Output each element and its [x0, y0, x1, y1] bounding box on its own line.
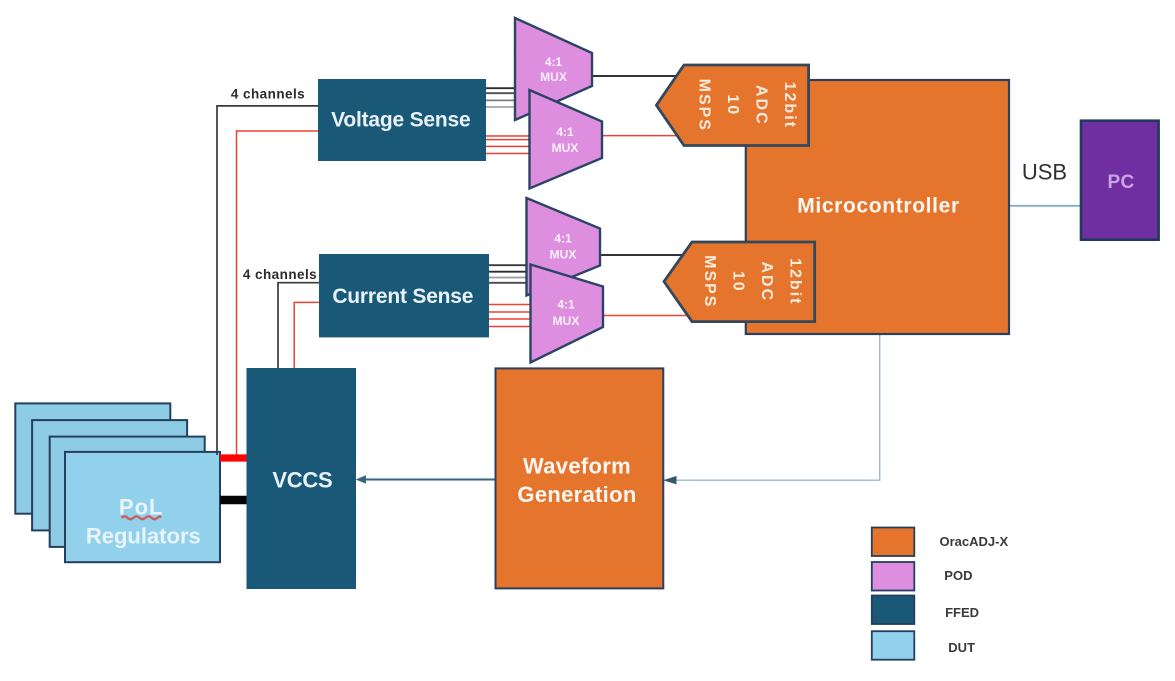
svg-text:Generation: Generation	[517, 482, 636, 507]
svg-text:PoL: PoL	[119, 495, 164, 520]
svg-text:4:1: 4:1	[545, 55, 563, 69]
svg-text:ADC: ADC	[753, 85, 770, 126]
svg-text:Waveform: Waveform	[523, 453, 631, 478]
svg-text:USB: USB	[1022, 160, 1067, 185]
svg-text:OracADJ-X: OracADJ-X	[940, 534, 1009, 549]
svg-text:4:1: 4:1	[557, 298, 575, 312]
svg-text:4:1: 4:1	[554, 232, 572, 246]
svg-text:4 channels: 4 channels	[231, 86, 305, 101]
svg-text:MUX: MUX	[550, 248, 577, 262]
svg-text:ADC: ADC	[758, 261, 775, 302]
svg-text:POD: POD	[944, 568, 972, 583]
svg-text:FFED: FFED	[945, 605, 979, 620]
svg-text:Microcontroller: Microcontroller	[797, 195, 960, 218]
svg-text:Voltage Sense: Voltage Sense	[331, 109, 470, 132]
svg-text:DUT: DUT	[948, 640, 975, 655]
svg-text:4 channels: 4 channels	[243, 267, 317, 282]
svg-text:Regulators: Regulators	[86, 523, 201, 548]
svg-text:MUX: MUX	[553, 314, 580, 328]
svg-text:4:1: 4:1	[556, 125, 574, 139]
svg-text:PC: PC	[1108, 172, 1135, 193]
svg-text:MUX: MUX	[540, 70, 567, 84]
svg-text:10: 10	[730, 271, 747, 293]
svg-text:MUX: MUX	[552, 141, 579, 155]
svg-text:12bit: 12bit	[781, 82, 798, 129]
svg-text:MSPS: MSPS	[701, 255, 718, 308]
svg-text:10: 10	[724, 94, 741, 116]
svg-text:VCCS: VCCS	[272, 467, 332, 492]
svg-text:12bit: 12bit	[787, 258, 804, 305]
svg-text:Current Sense: Current Sense	[332, 285, 473, 308]
svg-text:MSPS: MSPS	[696, 79, 713, 132]
